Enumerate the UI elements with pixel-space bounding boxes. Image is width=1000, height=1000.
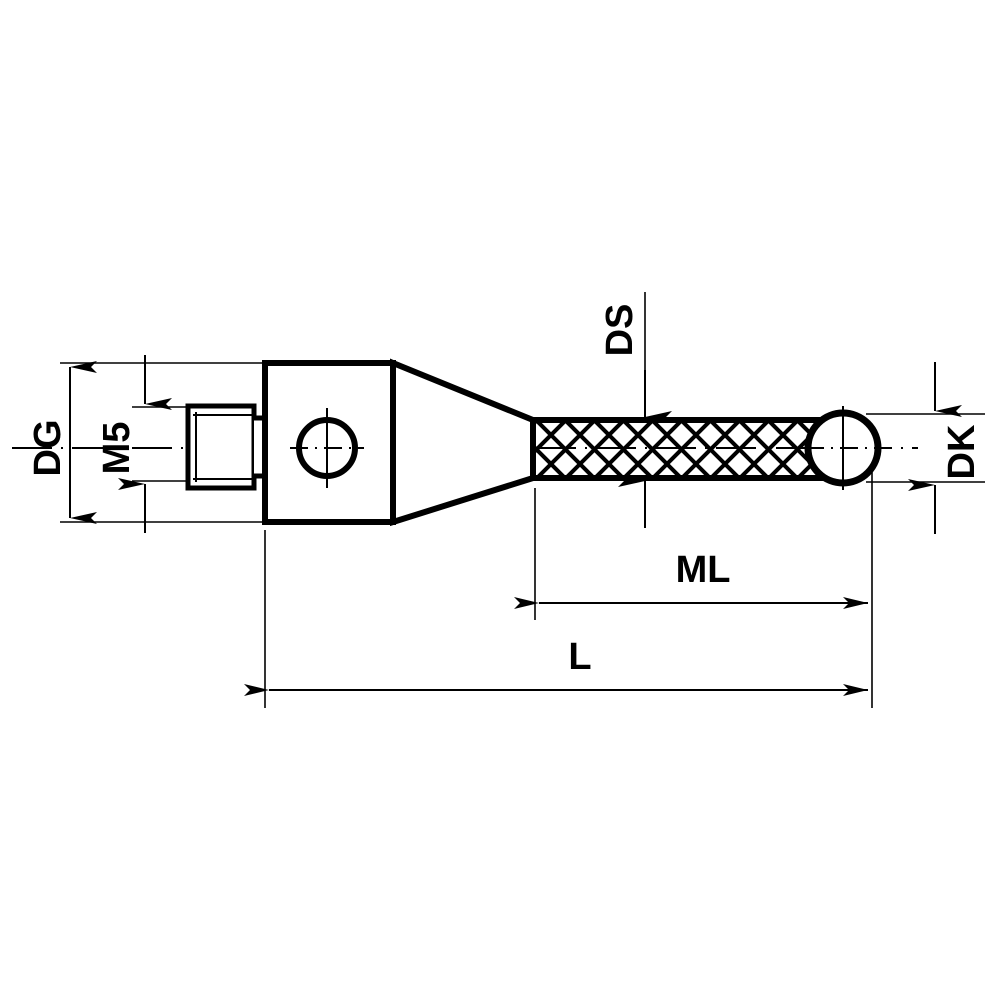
dim-label-dg: DG: [27, 420, 69, 477]
dim-label-ds: DS: [599, 304, 641, 357]
cone-section: [390, 358, 536, 527]
ball-tip: [804, 406, 882, 490]
dimension-ds: DS: [599, 304, 672, 528]
thread-body: [185, 403, 257, 491]
dimension-l: L: [244, 636, 868, 696]
dim-label-dk: DK: [941, 424, 983, 479]
dim-label-ml: ML: [676, 549, 731, 591]
dimension-dk: DK: [908, 362, 983, 534]
dimension-m5: M5: [96, 355, 172, 533]
dim-label-m5: M5: [96, 422, 138, 475]
dimension-dg: DG: [27, 361, 97, 524]
threaded-shank: [185, 403, 269, 491]
dim-label-l: L: [568, 636, 591, 678]
dimension-ml: ML: [514, 549, 868, 609]
cone-outline: [390, 358, 536, 527]
extension-lines: [60, 292, 985, 708]
body-block: [262, 360, 396, 525]
stylus-shaft: [530, 417, 848, 481]
